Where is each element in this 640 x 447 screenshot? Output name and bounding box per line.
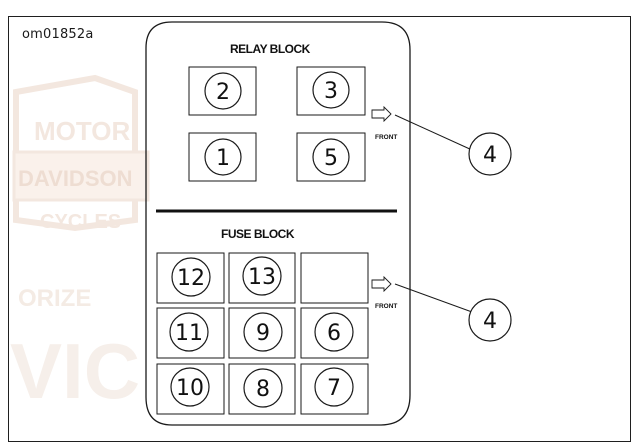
fuse-number: 9 <box>256 321 270 346</box>
front-arrow-icon <box>371 105 392 123</box>
fuse-slot: 8 <box>228 363 296 415</box>
fuse-number: 10 <box>176 376 204 401</box>
relay-callout-circle <box>468 132 512 176</box>
fuse-number: 6 <box>327 321 341 346</box>
fuse-callout-number: 4 <box>483 309 497 334</box>
fuse-slot: 11 <box>156 307 225 359</box>
fuse-number: 8 <box>256 377 270 402</box>
watermark-shield <box>13 74 138 232</box>
relay-number: 1 <box>216 146 230 171</box>
relay-slot: 1 <box>188 132 257 182</box>
relay-front-label: FRONT <box>375 134 397 141</box>
figure-id-label: om01852a <box>22 27 94 42</box>
fuse-number: 7 <box>327 376 341 401</box>
fuse-callout-circle <box>468 298 512 342</box>
relay-callout-number: 4 <box>483 143 497 168</box>
relay-number: 5 <box>324 146 338 171</box>
relay-number: 3 <box>324 79 338 104</box>
fuse-slot: 13 <box>228 252 296 304</box>
fuse-slot: 7 <box>300 363 369 415</box>
fuse-front-label: FRONT <box>375 303 397 310</box>
panel-outline <box>145 21 411 426</box>
fuse-leader-line <box>394 283 473 313</box>
watermark-text-1: MOTOR <box>34 116 131 146</box>
fuse-slot: 6 <box>300 307 369 359</box>
relay-block-title: RELAY BLOCK <box>230 42 311 56</box>
relay-leader-line <box>394 114 473 151</box>
watermark-text-5: VIC <box>10 327 140 415</box>
fuse-number: 11 <box>175 321 203 346</box>
relay-slot: 2 <box>188 66 257 116</box>
watermark-text-2: DAVIDSON <box>18 166 133 191</box>
fuse-slot: 12 <box>156 252 225 304</box>
relay-number: 2 <box>216 80 230 105</box>
watermark: MOTOR DAVIDSON CYCLES ORIZE VIC <box>10 74 150 415</box>
fuse-slot-empty <box>300 252 369 304</box>
watermark-text-4: ORIZE <box>18 285 91 312</box>
fuse-block-title: FUSE BLOCK <box>221 227 295 241</box>
fuse-slot: 9 <box>228 307 296 359</box>
relay-slot: 5 <box>296 132 366 182</box>
watermark-text-3: CYCLES <box>40 211 121 233</box>
relay-slot: 3 <box>296 66 366 116</box>
fuse-block: FUSE BLOCK 12 13 11 9 <box>156 227 512 415</box>
fuse-number: 12 <box>177 266 205 291</box>
fuse-slot: 10 <box>156 363 225 415</box>
relay-block: RELAY BLOCK 2 3 1 5 FRONT 4 <box>188 42 512 182</box>
front-arrow-icon <box>371 275 392 293</box>
watermark-band <box>12 150 150 202</box>
fuse-number: 13 <box>248 265 276 290</box>
